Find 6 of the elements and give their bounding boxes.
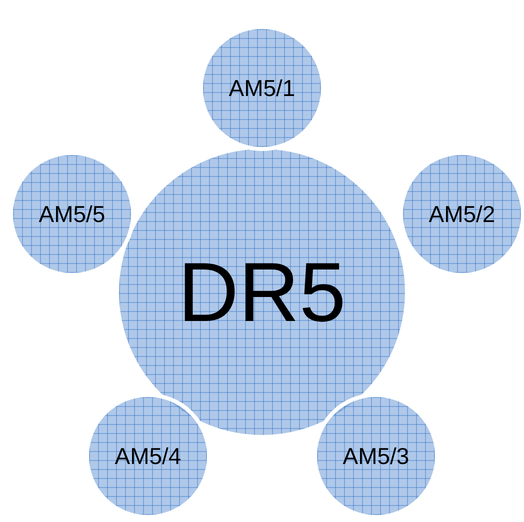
- node-label: AM5/5: [38, 202, 106, 226]
- node-label: AM5/3: [342, 444, 410, 468]
- node-label: DR5: [178, 250, 346, 334]
- node-label: AM5/4: [114, 444, 182, 468]
- node-label: AM5/2: [428, 202, 496, 226]
- node-label: AM5/1: [228, 76, 296, 100]
